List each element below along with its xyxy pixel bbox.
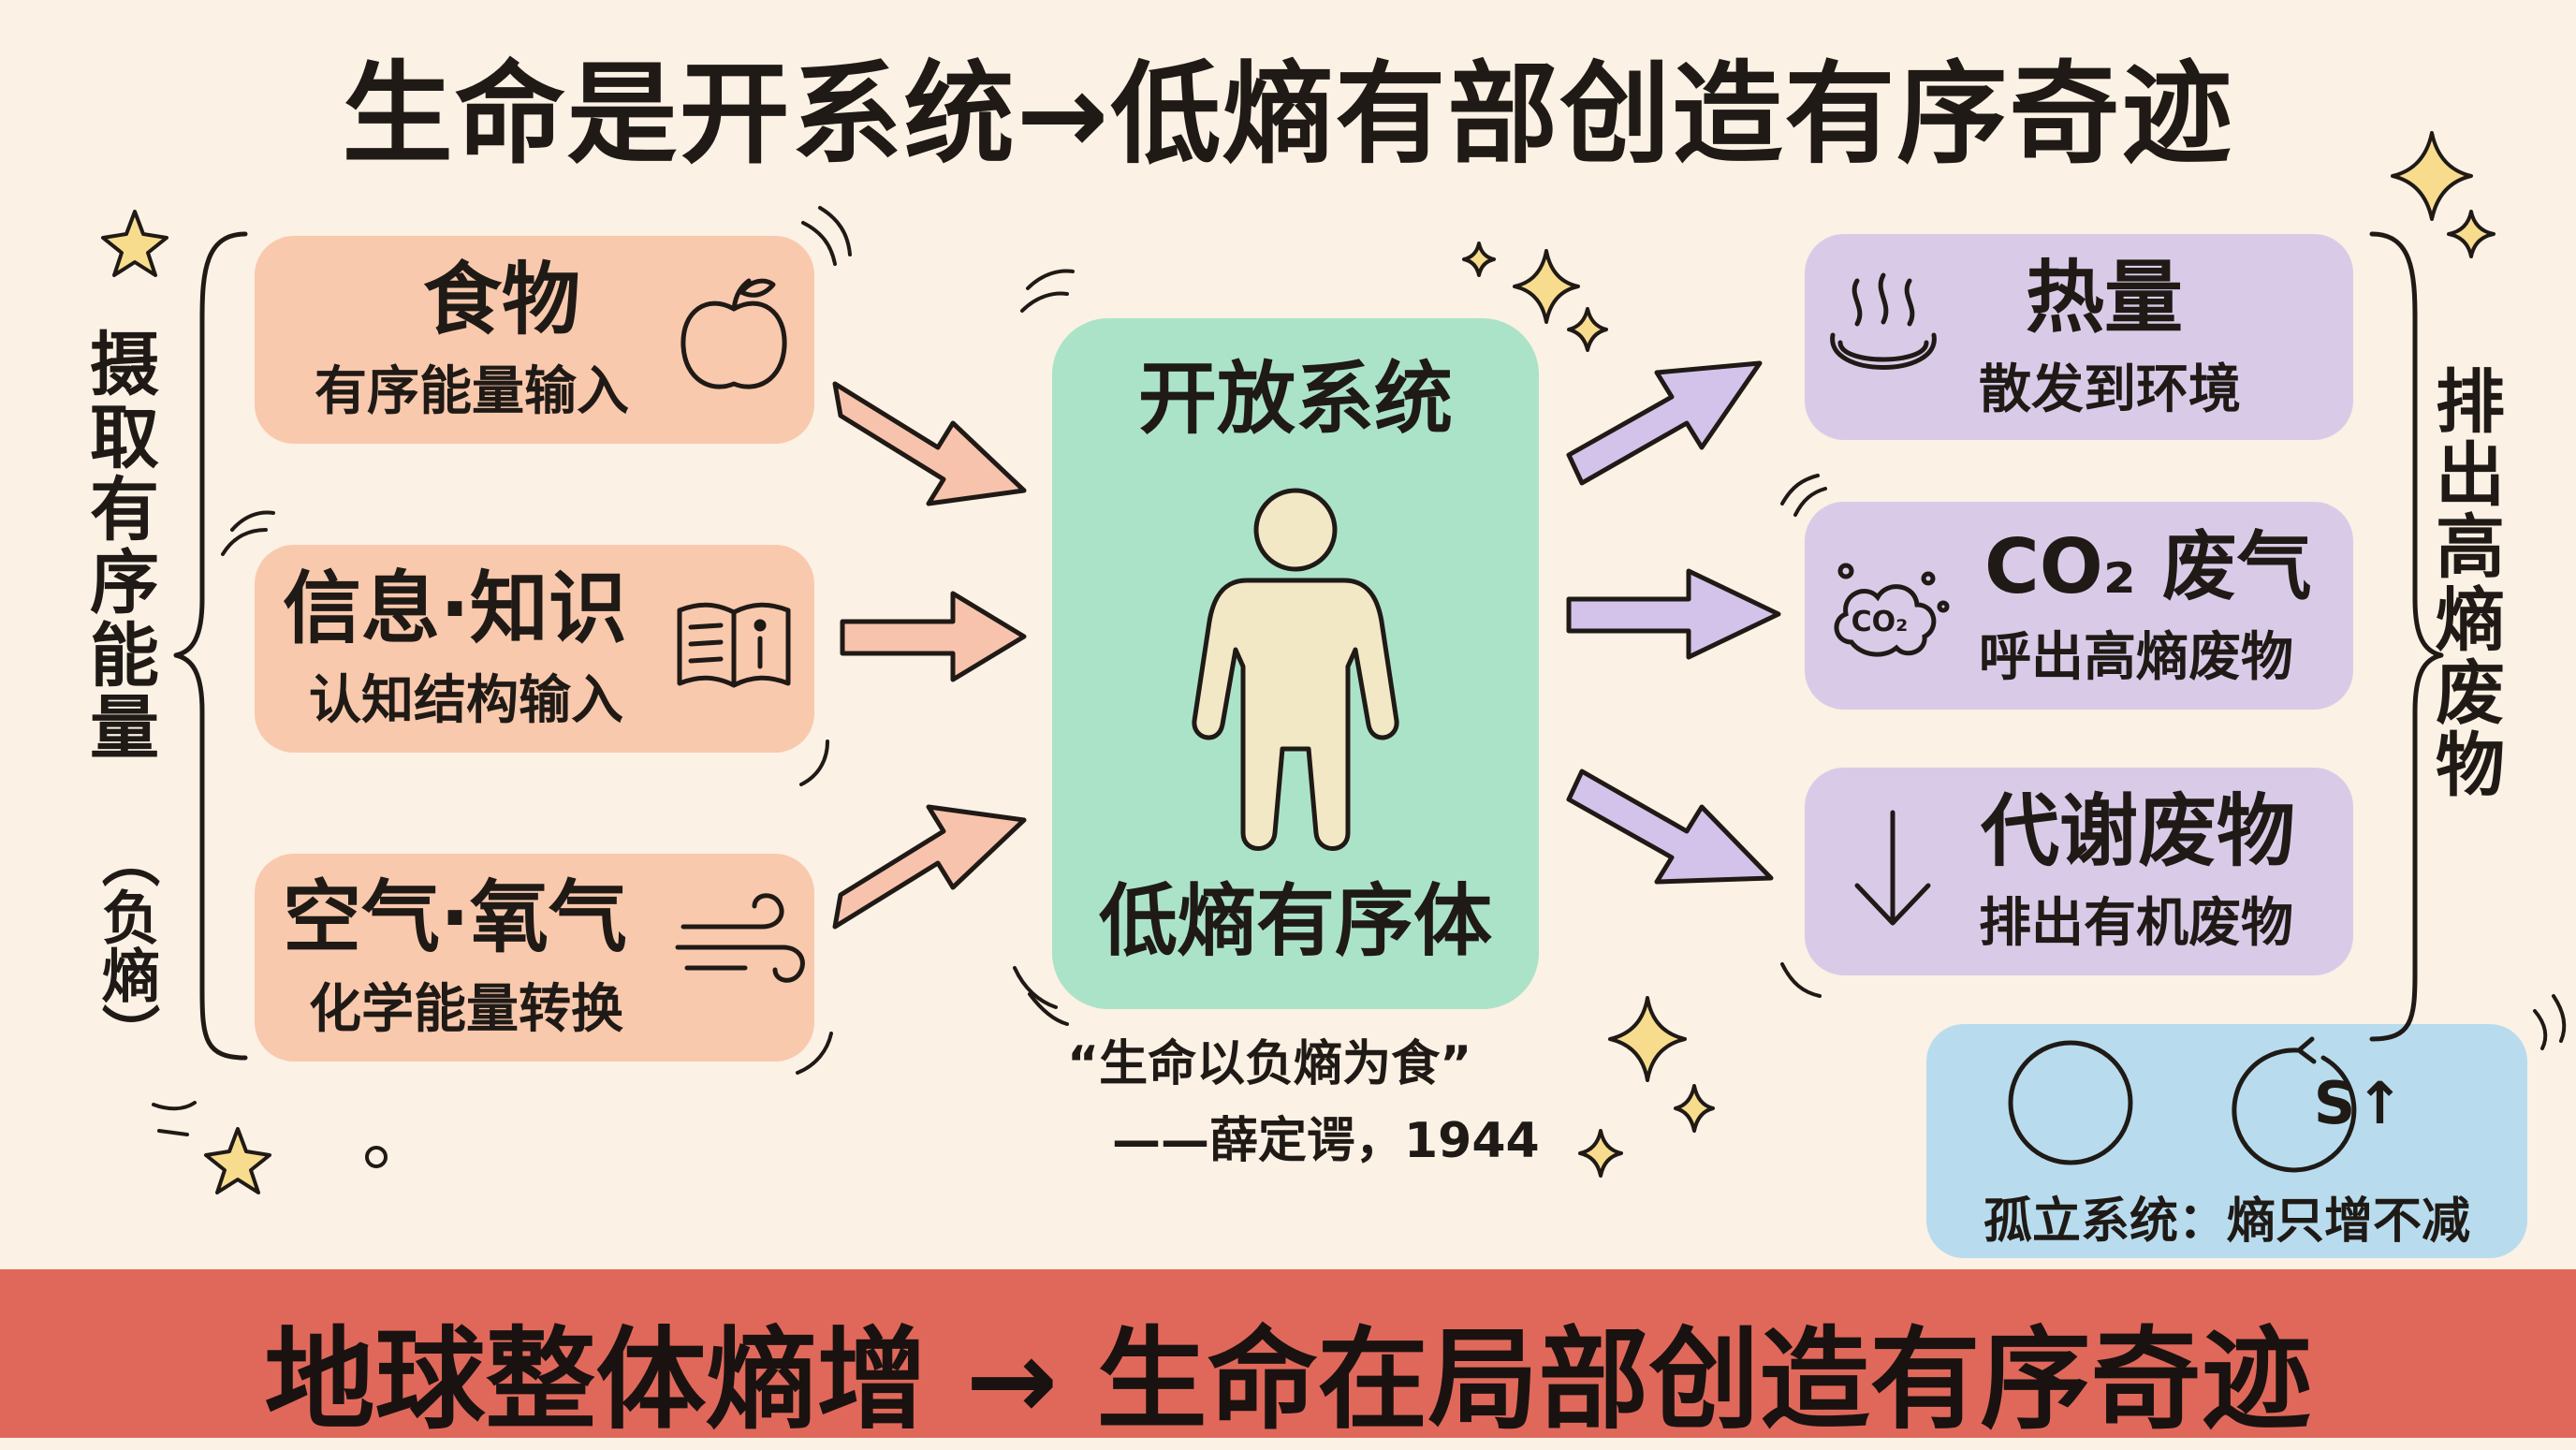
right-label-char: 高 xyxy=(2436,507,2505,589)
input-info-title: 信息·知识 xyxy=(283,563,627,654)
output-heat-box: 热量 散发到环境 xyxy=(1805,234,2353,440)
left-label-paren: （负熵） xyxy=(92,829,160,1062)
co2-cloud-label: CO₂ xyxy=(1852,606,1909,638)
quote-text: “生命以负熵为食” xyxy=(1067,1036,1472,1092)
input-food-subtitle: 有序能量输入 xyxy=(315,361,629,422)
input-air-box: 空气·氧气 化学能量转换 xyxy=(255,854,814,1062)
dot-icon xyxy=(365,1146,388,1168)
output-arrow-co2 xyxy=(1566,568,1781,660)
left-label-char: 序 xyxy=(90,543,159,624)
bottom-banner-text: 地球整体熵增 → 生命在局部创造有序奇迹 xyxy=(264,1315,2312,1444)
left-brace xyxy=(173,231,248,1061)
right-label-char: 排 xyxy=(2436,362,2505,443)
output-arrow-waste xyxy=(1566,769,1774,885)
left-label-char: 能 xyxy=(90,615,159,696)
right-label-char: 出 xyxy=(2436,434,2505,516)
down-arrow-icon xyxy=(1854,810,1931,926)
isolated-system-label: 孤立系统：熵只增不减 xyxy=(1983,1194,2470,1250)
sparkle-icon xyxy=(1674,1084,1715,1133)
sparkle-icon xyxy=(2447,210,2496,258)
apple-icon xyxy=(681,278,787,389)
input-arrow-info xyxy=(840,591,1027,682)
left-label-char: 取 xyxy=(90,397,159,478)
isolated-system-box: 孤立系统：熵只增不减 xyxy=(1926,1024,2527,1258)
output-heat-title: 热量 xyxy=(2026,252,2184,344)
entropy-symbol: S↑ xyxy=(2314,1069,2405,1137)
sparkle-icon xyxy=(1462,242,1496,277)
input-food-box: 食物 有序能量输入 xyxy=(255,236,814,444)
input-air-subtitle: 化学能量转换 xyxy=(309,979,623,1040)
person-icon xyxy=(1192,488,1399,851)
motion-marks xyxy=(152,206,2567,1136)
heat-icon xyxy=(1830,272,1937,370)
input-info-box: 信息·知识 认知结构输入 xyxy=(255,545,814,753)
open-system-title: 开放系统 xyxy=(1137,353,1453,445)
wind-icon xyxy=(675,893,805,983)
right-label-char: 废 xyxy=(2436,652,2505,734)
output-metabolic-box: 代谢废物 排出有机废物 xyxy=(1805,768,2353,975)
output-co2-box: CO₂ 废气 呼出高熵废物 xyxy=(1805,502,2353,710)
input-air-title: 空气·氧气 xyxy=(283,871,627,963)
sparkle-icon xyxy=(1567,307,1608,352)
input-info-subtitle: 认知结构输入 xyxy=(309,670,623,731)
left-label-char: 摄 xyxy=(90,325,159,405)
star-icon xyxy=(204,1127,271,1194)
right-vertical-label: 排 出 高 熵 废 物 xyxy=(2428,362,2512,807)
input-arrow-food xyxy=(832,381,1027,506)
output-co2-title: CO₂ 废气 xyxy=(1984,523,2312,610)
right-label-char: 物 xyxy=(2436,725,2505,807)
bottom-banner: 地球整体熵增 → 生命在局部创造有序奇迹 xyxy=(0,1269,2576,1444)
sparkle-icon xyxy=(1578,1129,1623,1178)
output-heat-subtitle: 散发到环境 xyxy=(1979,359,2241,420)
co2-cloud-icon xyxy=(1834,563,1950,657)
right-brace xyxy=(2369,231,2444,1042)
input-food-title: 食物 xyxy=(423,254,581,345)
left-label-char: 量 xyxy=(90,688,159,769)
entropy-increase-icon xyxy=(2232,1036,2357,1173)
open-system-box: 开放系统 低熵有序体 xyxy=(1052,318,1539,1009)
sparkle-icon xyxy=(1608,996,1687,1082)
left-vertical-label: 摄 取 有 序 能 量 xyxy=(82,325,167,769)
isolated-circle-icon xyxy=(2008,1040,2133,1165)
page-title: 生命是开系统→低熵有部创造有序奇迹 xyxy=(342,50,2234,179)
output-metabolic-title: 代谢废物 xyxy=(1981,785,2296,877)
star-icon xyxy=(101,210,168,277)
sparkle-icon xyxy=(2391,131,2473,221)
open-system-subtitle: 低熵有序体 xyxy=(1098,875,1492,967)
output-co2-subtitle: 呼出高熵废物 xyxy=(1979,627,2293,688)
quote-author: ——薛定谔，1944 xyxy=(1112,1113,1540,1169)
input-arrow-air xyxy=(832,804,1027,930)
sparkle-icon xyxy=(1513,249,1580,324)
output-metabolic-subtitle: 排出有机废物 xyxy=(1979,893,2293,954)
output-arrow-heat xyxy=(1566,360,1763,486)
sparkle-stars xyxy=(101,131,2496,1194)
left-label-char: 有 xyxy=(90,470,159,551)
book-info-icon xyxy=(677,602,791,688)
right-label-char: 熵 xyxy=(2436,580,2505,662)
